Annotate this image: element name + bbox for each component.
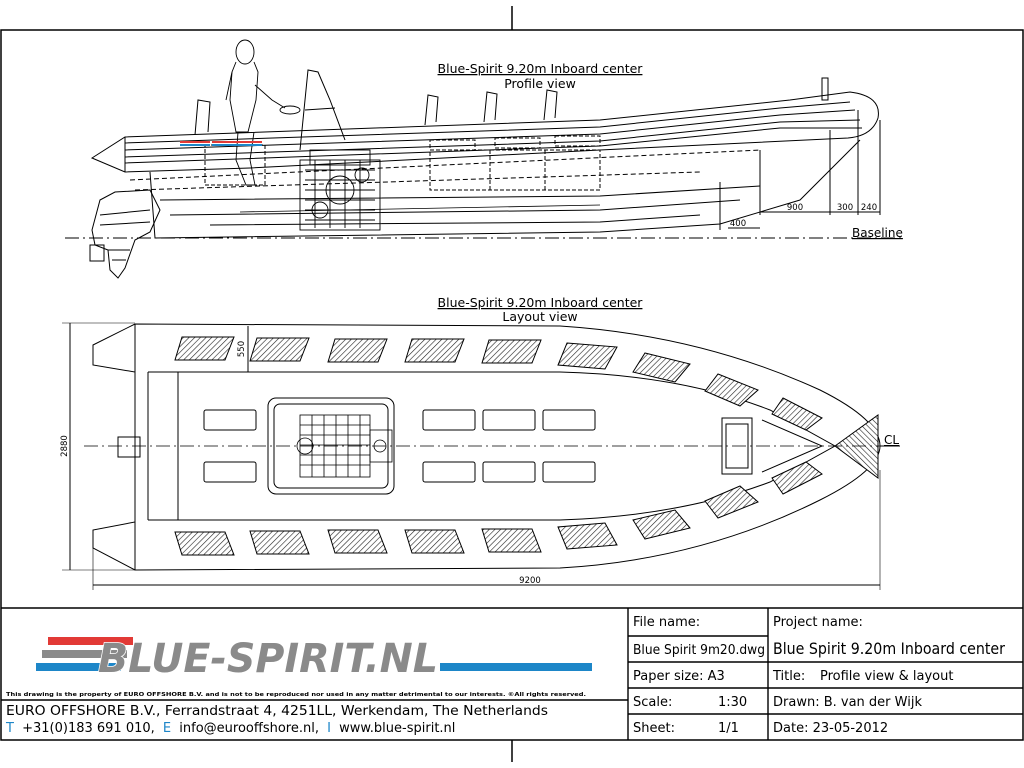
- project-value: Blue Spirit 9.20m Inboard center: [773, 639, 1005, 658]
- contact-phone: +31(0)183 691 010,: [22, 721, 155, 736]
- contact-web: www.blue-spirit.nl: [339, 721, 455, 736]
- profile-dim-300: 300: [837, 203, 853, 213]
- layout-view: Blue-Spirit 9.20m Inboard center Layout …: [60, 295, 900, 590]
- title-value: Profile view & layout: [820, 669, 953, 684]
- drawn-by: Drawn: B. van der Wijk: [773, 695, 922, 710]
- layout-subtitle: Layout view: [502, 309, 577, 324]
- tube-stripe: [180, 141, 262, 146]
- scale-label: Scale:: [633, 695, 672, 710]
- sheet-frame: [0, 6, 1024, 762]
- profile-hull: [65, 69, 905, 279]
- person-figure: [225, 39, 301, 186]
- file-name-value: Blue Spirit 9m20.dwg: [633, 643, 765, 658]
- profile-view: Blue-Spirit 9.20m Inboard center Profile…: [65, 39, 905, 279]
- layout-dim-tube: 550: [237, 341, 247, 357]
- profile-dim-900: 900: [787, 203, 803, 213]
- file-name-label: File name:: [633, 615, 700, 630]
- contact-email: info@eurooffshore.nl,: [179, 721, 319, 736]
- profile-dim-240: 240: [861, 203, 877, 213]
- layout-hull: [62, 322, 900, 590]
- sheet-value: 1/1: [718, 721, 739, 736]
- contact-line: T +31(0)183 691 010, E info@eurooffshore…: [5, 721, 455, 736]
- contact-t: T: [5, 721, 14, 736]
- layout-dim-beam: 2880: [60, 435, 70, 457]
- blue-spirit-logo: BLUE-SPIRIT.NL: [36, 635, 592, 683]
- cl-label: CL: [884, 433, 899, 447]
- title-label: Title:: [772, 669, 805, 684]
- scale-value: 1:30: [718, 695, 747, 710]
- contact-i: I: [327, 721, 331, 736]
- profile-subtitle: Profile view: [504, 76, 576, 91]
- logo-text: BLUE-SPIRIT.NL: [98, 636, 438, 682]
- date: Date: 23-05-2012: [773, 721, 888, 736]
- company-line: EURO OFFSHORE B.V., Ferrandstraat 4, 425…: [6, 704, 548, 719]
- layout-dim-length: 9200: [519, 576, 541, 586]
- tube-pads: [174, 336, 823, 556]
- engine-layout: [296, 414, 393, 478]
- profile-dim-400: 400: [730, 219, 746, 229]
- layout-title: Blue-Spirit 9.20m Inboard center: [438, 295, 644, 310]
- sheet-label: Sheet:: [633, 721, 675, 736]
- contact-e: E: [163, 721, 171, 736]
- profile-title: Blue-Spirit 9.20m Inboard center: [438, 61, 644, 76]
- paper-size: Paper size: A3: [633, 669, 725, 684]
- engine-profile: [299, 149, 381, 231]
- baseline-label: Baseline: [852, 226, 903, 240]
- disclaimer: This drawing is the property of EURO OFF…: [6, 692, 586, 698]
- title-block: BLUE-SPIRIT.NL This drawing is the prope…: [1, 607, 1023, 740]
- project-label: Project name:: [773, 615, 863, 630]
